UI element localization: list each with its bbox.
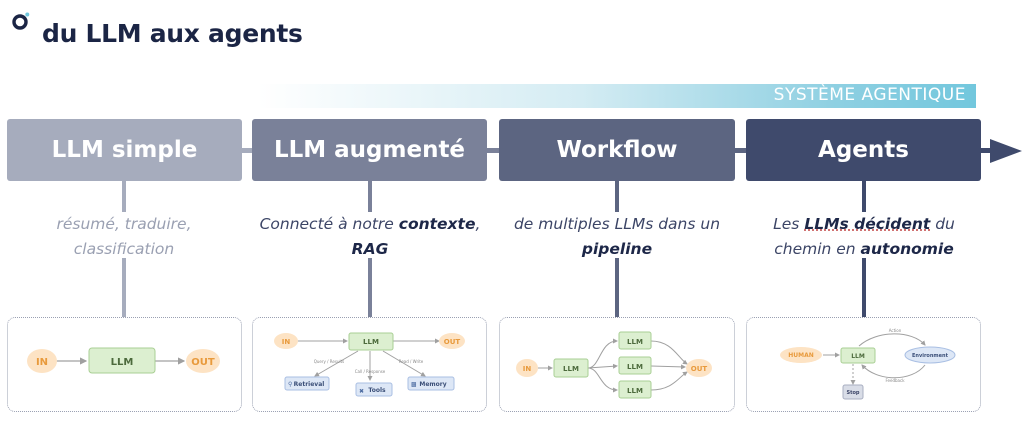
input-node <box>274 333 298 349</box>
output-label: OUT <box>191 357 215 368</box>
stage-drop-line <box>122 181 126 212</box>
input-label: IN <box>282 338 291 346</box>
stage-drop-line <box>615 181 619 212</box>
llm-node <box>88 347 156 374</box>
retrieval-label: Retrieval <box>294 381 325 388</box>
edge-label: Query / Results <box>314 359 345 364</box>
stage-drop-line <box>862 181 866 212</box>
search-icon: ⚲ <box>288 381 292 388</box>
stop-label: Stop <box>846 390 859 396</box>
stage-drop-line <box>368 181 372 212</box>
agentic-system-label: SYSTÈME AGENTIQUE <box>773 85 966 105</box>
stage-connector <box>487 148 499 153</box>
stage-agents: Agents <box>746 119 981 181</box>
description-text: Les <box>773 215 805 233</box>
tools-node <box>355 382 393 397</box>
input-node <box>516 359 538 377</box>
stage-connector <box>981 148 993 153</box>
llm-label: LLM <box>627 338 643 346</box>
description-emphasis: LLMs décident <box>804 215 931 233</box>
brand-logo-icon <box>11 11 31 35</box>
flow-arrow <box>382 350 426 377</box>
diagram-agents: Action Feedback HUMAN LLM Environment St… <box>746 317 981 412</box>
flow-arrow <box>314 350 359 377</box>
stop-node <box>842 384 864 400</box>
stage-llm-augmente: LLM augmenté <box>252 119 487 181</box>
output-node <box>186 349 220 373</box>
stage-description: résumé, traduire, classification <box>4 212 244 262</box>
output-label: OUT <box>691 365 708 373</box>
llm-label: LLM <box>851 353 865 360</box>
stage-connector <box>735 148 746 153</box>
database-icon: ▩ <box>411 381 417 388</box>
edge-label: Feedback <box>885 378 905 383</box>
llm-label: LLM <box>363 338 379 346</box>
edge-label: Call / Response <box>355 369 386 374</box>
flow-arrow <box>587 338 618 369</box>
llm-node <box>553 358 589 378</box>
memory-label: Memory <box>419 381 446 388</box>
memory-node <box>407 376 455 391</box>
flow-arrow <box>650 371 688 391</box>
description-text: chemin en <box>774 240 861 258</box>
description-emphasis: RAG <box>351 240 389 258</box>
stage-drop-line <box>122 258 126 317</box>
description-text: du <box>930 215 955 233</box>
edge-label: Read / Write <box>399 359 424 364</box>
stage-drop-line <box>615 258 619 317</box>
feedback-arrow <box>861 364 926 379</box>
llm-node <box>618 356 652 375</box>
description-text: de multiples LLMs dans un <box>513 215 721 233</box>
stage-workflow: Workflow <box>499 119 735 181</box>
stage-description: Les LLMs décident du chemin en autonomie <box>744 212 984 262</box>
llm-node <box>618 331 652 350</box>
diagram-workflow: IN LLM LLM LLM LLM OUT <box>499 317 735 412</box>
flow-arrow <box>587 363 618 369</box>
description-emphasis: autonomie <box>860 240 954 258</box>
llm-label: LLM <box>111 357 134 368</box>
edge-label: Action <box>889 328 902 333</box>
input-label: IN <box>36 357 48 368</box>
llm-node <box>618 380 652 399</box>
stage-connector <box>242 148 252 153</box>
description-text: Connecté à notre <box>259 215 399 233</box>
stage-drop-line <box>368 258 372 317</box>
flow-arrow <box>587 367 618 393</box>
action-arrow <box>858 333 926 347</box>
description-text: résumé, traduire, classification <box>56 215 192 258</box>
flow-arrow <box>650 340 688 365</box>
output-node <box>439 333 465 349</box>
flow-arrow <box>650 364 686 370</box>
retrieval-node <box>284 376 330 391</box>
tools-icon: ✖ <box>359 388 364 395</box>
llm-label: LLM <box>563 365 579 373</box>
environment-node <box>904 346 956 364</box>
output-node <box>686 359 712 377</box>
llm-label: LLM <box>627 363 643 371</box>
page-title: du LLM aux agents <box>42 19 303 48</box>
input-node <box>27 349 57 373</box>
human-label: HUMAN <box>788 352 814 359</box>
input-label: IN <box>523 365 532 373</box>
tools-label: Tools <box>368 387 386 394</box>
human-node <box>780 347 822 363</box>
description-emphasis: contexte <box>398 215 476 233</box>
description-text: , <box>475 215 481 233</box>
progression-arrow-icon <box>990 139 1022 163</box>
stage-llm-simple: LLM simple <box>7 119 242 181</box>
agentic-system-band: SYSTÈME AGENTIQUE <box>258 84 976 108</box>
diagram-llm-augmente: IN LLM OUT Query / Results Call / Respon… <box>252 317 487 412</box>
llm-label: LLM <box>627 387 643 395</box>
llm-node <box>840 347 876 364</box>
output-label: OUT <box>444 338 461 346</box>
diagram-llm-simple: IN LLM OUT <box>7 317 242 412</box>
stage-drop-line <box>862 258 866 317</box>
stage-description: Connecté à notre contexte, RAG <box>250 212 490 262</box>
description-emphasis: pipeline <box>581 240 653 258</box>
environment-label: Environment <box>912 353 949 359</box>
stage-description: de multiples LLMs dans un pipeline <box>497 212 737 262</box>
llm-node <box>348 332 394 351</box>
